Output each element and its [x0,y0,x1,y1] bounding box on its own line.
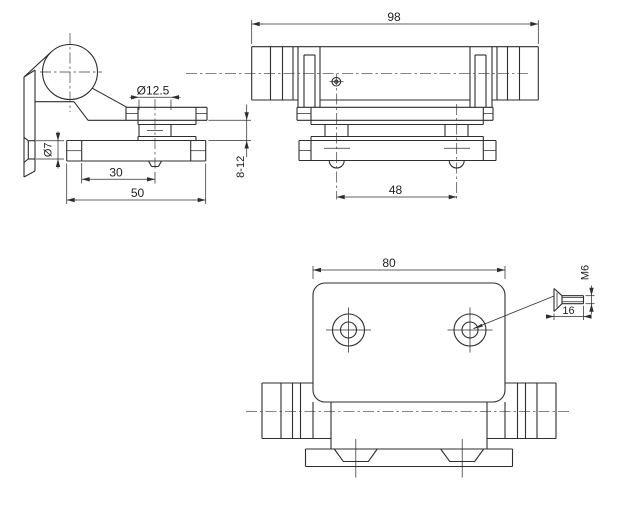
front-view [186,46,539,200]
screw-detail: 16 M6 [546,265,595,320]
mounting-plate [312,282,506,403]
dim-bracket-hole-diameter: Ø7 [43,142,55,157]
dim-screw-thread: M6 [580,265,592,280]
plan-view-dimensions: 80 [312,256,555,329]
dim-plate-width: 80 [382,256,396,270]
side-view [23,33,208,178]
dim-glass-range: 8-12 [235,156,247,178]
dim-screw-length: 16 [562,305,574,317]
dim-hole-spacing: 48 [389,183,403,197]
dim-overall-width: 98 [387,10,401,24]
front-view-dimensions: 98 48 [251,10,539,200]
dim-boss-offset: 30 [109,165,123,179]
plan-view [246,282,572,478]
dim-clamp-depth: 50 [131,186,145,200]
side-view-dimensions: Ø12.5 Ø7 30 50 8-12 [36,84,251,204]
dim-boss-diameter: Ø12.5 [137,84,170,98]
